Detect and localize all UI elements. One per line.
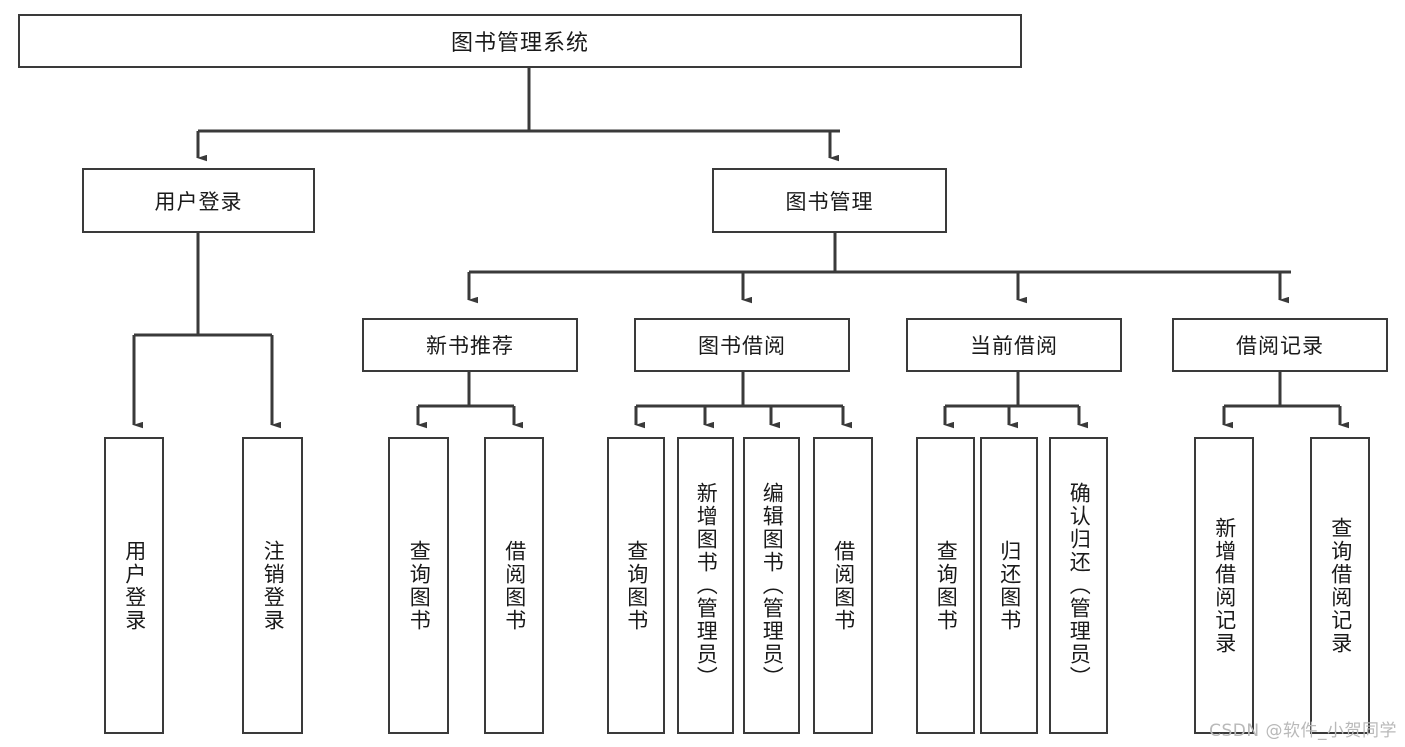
node-label: 图书管理 [785, 189, 874, 214]
leaf-borrow-query-book[interactable]: 查询图书 [607, 437, 665, 734]
leaf-label: 新增图书（管理员） [694, 482, 719, 689]
leaf-record-add-borrow-record[interactable]: 新增借阅记录 [1194, 437, 1254, 734]
leaf-label: 查询图书 [934, 539, 959, 632]
node-new-book-recommend[interactable]: 新书推荐 [362, 318, 578, 372]
leaf-label: 借阅图书 [502, 539, 527, 632]
leaf-record-query-borrow-record[interactable]: 查询借阅记录 [1310, 437, 1370, 734]
leaf-label: 注销登录 [261, 539, 286, 632]
leaf-recommend-query-book[interactable]: 查询图书 [388, 437, 449, 734]
leaf-user-login[interactable]: 用户登录 [104, 437, 164, 734]
leaf-borrow-edit-book-admin[interactable]: 编辑图书（管理员） [743, 437, 800, 734]
node-user-login[interactable]: 用户登录 [82, 168, 315, 233]
node-book-management[interactable]: 图书管理 [712, 168, 947, 233]
leaf-label: 编辑图书（管理员） [760, 482, 785, 689]
node-label: 借阅记录 [1236, 334, 1324, 358]
leaf-current-confirm-return-admin[interactable]: 确认归还（管理员） [1049, 437, 1108, 734]
leaf-recommend-borrow-book[interactable]: 借阅图书 [484, 437, 544, 734]
leaf-label: 借阅图书 [831, 539, 856, 632]
watermark-text: CSDN @软件_小贺同学 [1209, 721, 1397, 741]
node-borrow-record[interactable]: 借阅记录 [1172, 318, 1388, 372]
leaf-user-logout[interactable]: 注销登录 [242, 437, 303, 734]
leaf-label: 查询图书 [407, 539, 432, 632]
node-current-borrow[interactable]: 当前借阅 [906, 318, 1122, 372]
node-label: 用户登录 [154, 189, 243, 214]
leaf-current-query-book[interactable]: 查询图书 [916, 437, 975, 734]
node-label: 图书借阅 [698, 334, 786, 358]
leaf-borrow-add-book-admin[interactable]: 新增图书（管理员） [677, 437, 734, 734]
leaf-label: 查询图书 [624, 539, 649, 632]
node-root-system[interactable]: 图书管理系统 [18, 14, 1022, 68]
node-label: 当前借阅 [970, 334, 1058, 358]
leaf-label: 确认归还（管理员） [1067, 482, 1092, 689]
leaf-label: 查询借阅记录 [1328, 516, 1353, 655]
leaf-label: 用户登录 [122, 539, 147, 632]
leaf-label: 新增借阅记录 [1212, 516, 1237, 655]
node-book-borrow[interactable]: 图书借阅 [634, 318, 850, 372]
leaf-borrow-borrow-book[interactable]: 借阅图书 [813, 437, 873, 734]
leaf-label: 归还图书 [997, 539, 1022, 632]
leaf-current-return-book[interactable]: 归还图书 [980, 437, 1038, 734]
node-label: 图书管理系统 [450, 31, 589, 56]
node-label: 新书推荐 [426, 334, 514, 358]
